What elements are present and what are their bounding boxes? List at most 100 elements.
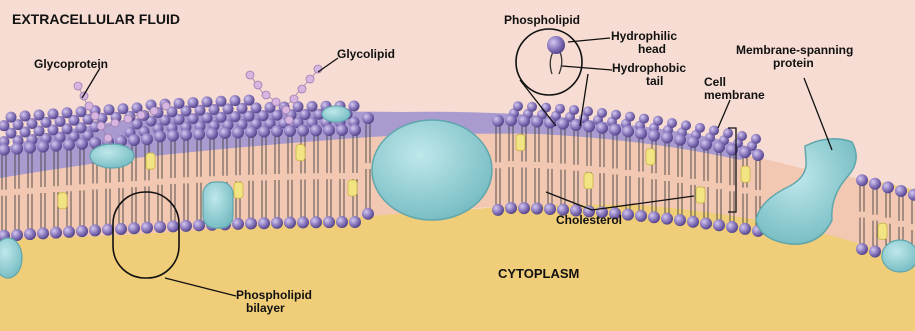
surface-head [653,116,663,126]
cholesterol-molecule [296,145,305,161]
outer-head [687,136,699,148]
inner-head [128,222,140,234]
cholesterol-molecule [348,180,357,196]
inner-head [50,227,62,239]
surface-head [513,101,523,111]
hydrophobic-tail-label-2: tail [646,74,663,88]
cholesterol-molecule [878,223,887,239]
surface-head [597,108,607,118]
outer-head [674,134,686,146]
surface-head [118,103,129,114]
outer-head [596,122,608,134]
inner-head [89,224,101,236]
phospholipid-bilayer-label-1: Phospholipid [236,288,312,302]
surface-head [681,120,691,130]
outer-head [245,126,257,138]
surface-head [34,109,45,120]
inner-head [635,210,647,222]
surface-head [62,107,73,118]
outer-head [141,133,153,145]
surface-head [20,111,31,122]
surface-head [625,112,635,122]
cholesterol-molecule [234,182,243,198]
surface-head [230,95,241,106]
extracellular-fluid-label: EXTRACELLULAR FLUID [12,11,180,27]
outer-head [206,128,218,140]
surface-head [349,101,360,112]
surface-head [48,108,59,119]
surface-head [667,118,677,128]
outer-head [739,146,751,158]
outer-head [700,138,712,150]
surface-head [202,96,213,107]
outer-head [297,125,309,137]
outer-head [193,128,205,140]
outer-head [713,141,725,153]
cell-membrane-label-1: Cell [704,75,726,89]
protein-right-edge [882,240,915,272]
surface-head [541,103,551,113]
cholesterol-molecule [146,153,155,169]
outer-head [557,118,569,130]
cholesterol-label: Cholesterol [556,213,622,227]
outer-head [362,112,374,124]
surface-head [737,131,747,141]
inner-head [869,246,881,258]
inner-head [115,223,127,235]
outer-head [284,125,296,137]
cholesterol-molecule [646,149,655,165]
cytoplasm-label: CYTOPLASM [498,266,579,281]
inner-head [76,225,88,237]
surface-head [527,102,537,112]
outer-head [310,124,322,136]
outer-head [622,125,634,137]
surface-head [695,123,705,133]
surface-head [174,98,185,109]
outer-head [219,127,231,139]
outer-head [336,124,348,136]
outer-head [271,125,283,137]
surface-head [611,110,621,120]
phospholipid-label: Phospholipid [504,13,580,27]
magnifier-circle [516,29,582,95]
outer-head [232,126,244,138]
inner-head [739,223,751,235]
inner-head [726,221,738,233]
inner-head [674,214,686,226]
outer-head [50,140,62,152]
surface-head [569,105,579,115]
outer-head [63,139,75,151]
inner-head [492,204,504,216]
outer-head [882,181,894,193]
surface-head [104,104,115,115]
phospholipid-bilayer-label-2: bilayer [246,301,285,315]
inner-head [141,222,153,234]
inner-head [154,221,166,233]
inner-head [661,213,673,225]
inner-head [193,219,205,231]
outer-head [11,143,23,155]
surface-head [307,101,318,112]
inner-head [531,203,543,215]
inner-head [648,211,660,223]
inner-head [505,202,517,214]
surface-head [244,95,255,106]
inner-head [232,218,244,230]
outer-head [635,127,647,139]
outer-head [258,126,270,138]
outer-head [869,178,881,190]
inner-head [687,216,699,228]
inner-head [362,208,374,220]
outer-head [856,174,868,186]
glycolipid-label: Glycolipid [337,47,395,61]
outer-head [37,141,49,153]
inner-head [349,216,361,228]
hydrophilic-head-label-2: head [638,42,666,56]
outer-head [180,129,192,141]
protein-top-center [322,106,350,122]
surface-head [709,125,719,135]
outer-head [752,149,764,161]
outer-head [518,115,530,127]
surface-head [188,97,199,108]
outer-head [609,124,621,136]
